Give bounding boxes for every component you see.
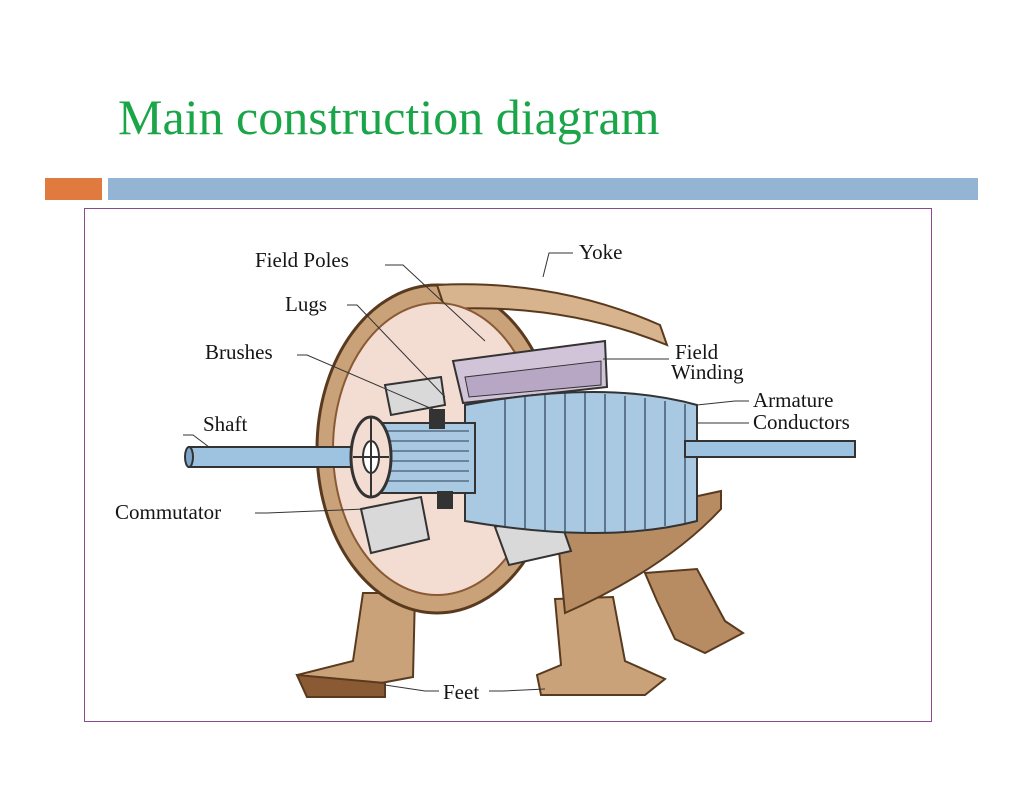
feet-illustration [295, 567, 745, 699]
commutator-illustration [349, 415, 476, 499]
label-shaft: Shaft [203, 412, 247, 436]
label-field-winding-1: Field [675, 340, 719, 364]
title-accent-blue [108, 178, 978, 200]
label-feet: Feet [443, 680, 479, 704]
brushes-illustration [429, 409, 453, 509]
label-field-winding-2: Winding [671, 360, 744, 384]
armature-illustration [464, 391, 698, 534]
label-yoke: Yoke [579, 240, 622, 264]
label-lugs: Lugs [285, 292, 327, 316]
dc-machine-illustration: Field Poles Yoke Lugs Brushes Field Wind… [115, 240, 856, 704]
label-brushes: Brushes [205, 340, 273, 364]
label-armature-conductors-2: Conductors [753, 410, 850, 434]
title-accent-orange [45, 178, 102, 200]
field-poles-illustration [359, 339, 609, 567]
leader-lines [183, 252, 749, 692]
label-field-poles: Field Poles [255, 248, 349, 272]
slide-title: Main construction diagram [118, 89, 660, 145]
label-commutator: Commutator [115, 500, 221, 524]
dc-machine-figure: Field Poles Yoke Lugs Brushes Field Wind… [84, 208, 932, 722]
shaft-illustration [184, 440, 856, 468]
label-armature-conductors-1: Armature [753, 388, 833, 412]
